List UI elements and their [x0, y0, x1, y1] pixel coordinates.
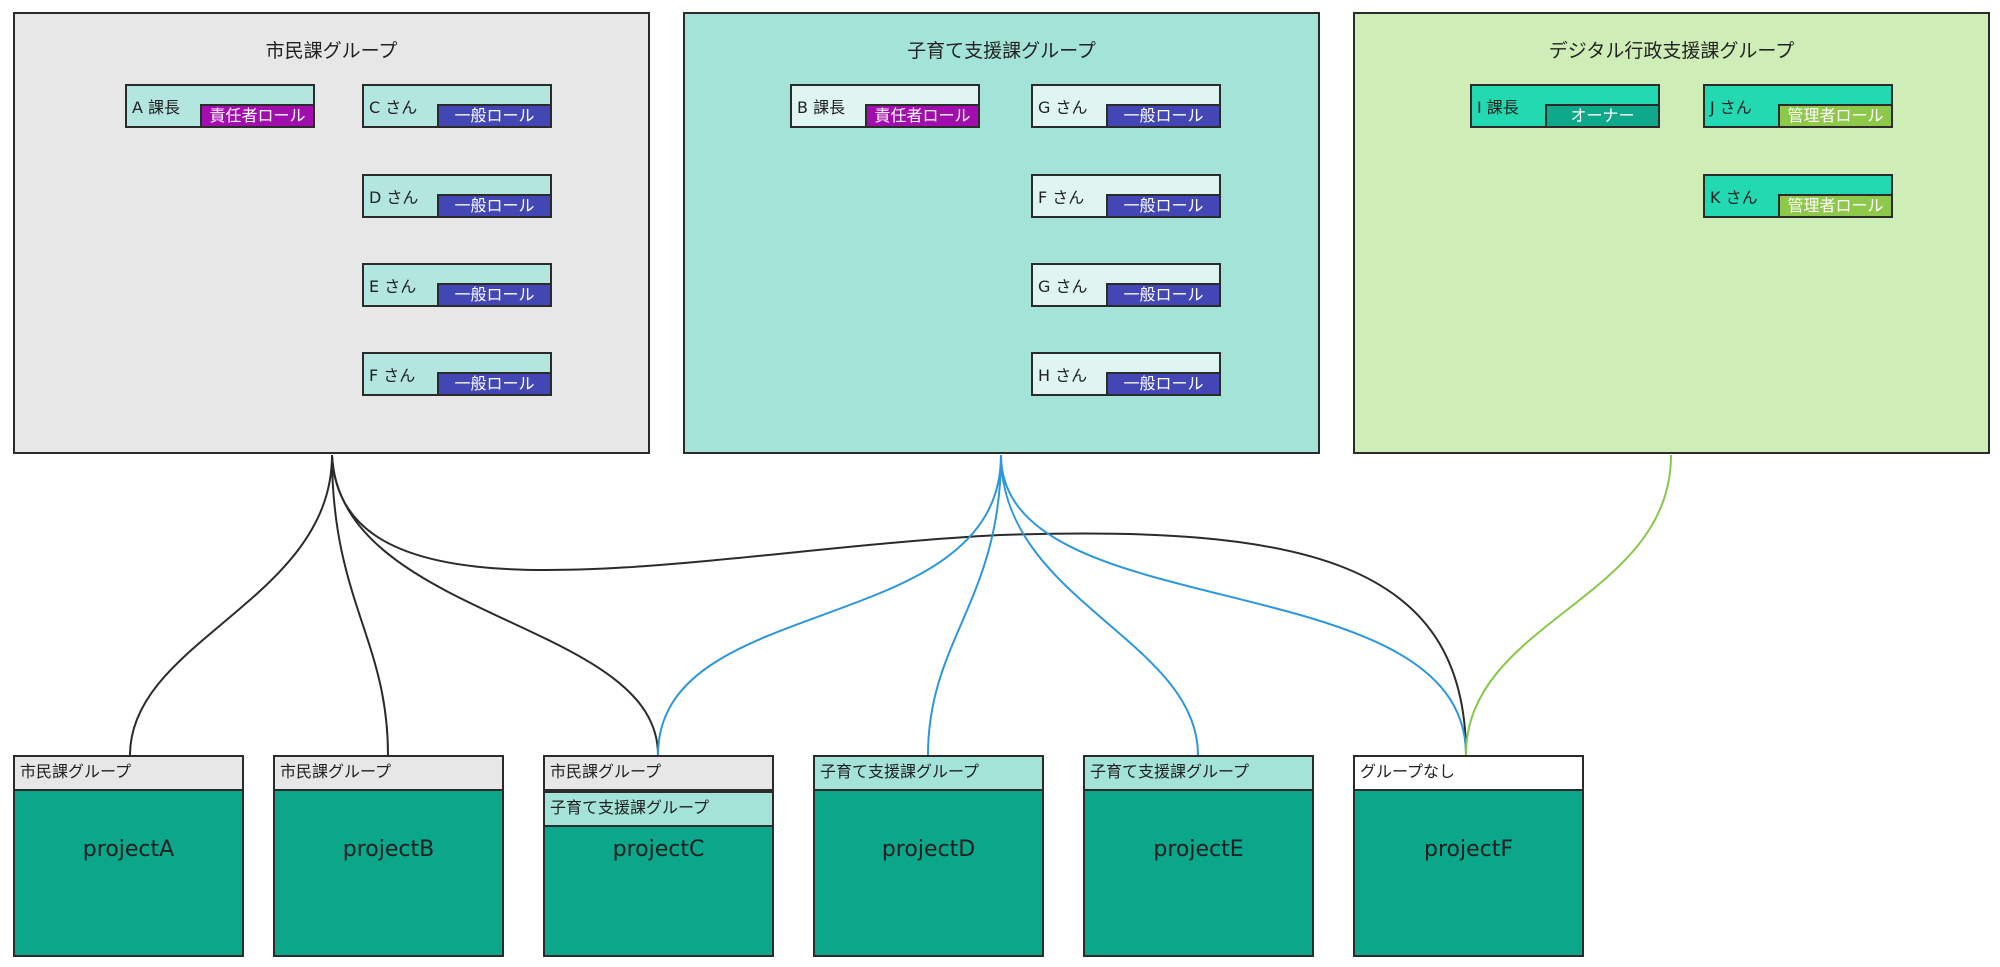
role-badge: 管理者ロール [1778, 194, 1893, 218]
edge-childcare-projectE [1000, 454, 1199, 756]
project-name: projectD [881, 837, 976, 862]
project-card-f: グループなし projectF [1353, 755, 1584, 957]
role-badge: 一般ロール [1106, 104, 1221, 128]
member-name: D さん [369, 188, 419, 207]
role-badge: 責任者ロール [865, 104, 980, 128]
member-card: G さん 一般ロール [1031, 84, 1221, 128]
project-name: projectB [342, 837, 435, 862]
member-card: K さん 管理者ロール [1703, 174, 1893, 218]
project-card-a: 市民課グループ projectA [13, 755, 244, 957]
group-tag: 市民課グループ [13, 755, 244, 791]
edge-digital-projectF [1465, 454, 1672, 756]
role-badge: 一般ロール [1106, 283, 1221, 307]
role-badge: 一般ロール [1106, 372, 1221, 396]
member-name: G さん [1038, 277, 1088, 296]
member-card: D さん 一般ロール [362, 174, 552, 218]
role-badge: 一般ロール [437, 104, 552, 128]
edge-citizen-projectC [331, 454, 659, 756]
group-title: 子育て支援課グループ [907, 40, 1096, 62]
group-tag: 子育て支援課グループ [543, 791, 774, 827]
member-name: E さん [369, 277, 417, 296]
member-name: I 課長 [1477, 98, 1519, 117]
member-name: C さん [369, 98, 418, 117]
member-card: J さん 管理者ロール [1703, 84, 1893, 128]
role-badge: 責任者ロール [200, 104, 315, 128]
member-card: H さん 一般ロール [1031, 352, 1221, 396]
member-card: A 課長 責任者ロール [125, 84, 315, 128]
member-name: J さん [1710, 98, 1752, 117]
edge-citizen-projectB [331, 454, 389, 756]
project-name: projectF [1423, 837, 1513, 862]
member-name: B 課長 [797, 98, 846, 117]
role-badge: オーナー [1545, 104, 1660, 128]
group-tag: 子育て支援課グループ [1083, 755, 1314, 791]
member-name: K さん [1710, 188, 1758, 207]
member-card: E さん 一般ロール [362, 263, 552, 307]
member-name: F さん [1038, 188, 1085, 207]
member-name: H さん [1038, 366, 1088, 385]
role-badge: 一般ロール [437, 372, 552, 396]
role-badge: 管理者ロール [1778, 104, 1893, 128]
project-card-e: 子育て支援課グループ projectE [1083, 755, 1314, 957]
group-childcare: 子育て支援課グループ [683, 12, 1320, 454]
edge-childcare-projectD [927, 454, 1002, 756]
role-badge: 一般ロール [437, 194, 552, 218]
group-tag: 市民課グループ [543, 755, 774, 791]
group-tag: グループなし [1353, 755, 1584, 791]
project-name: projectC [612, 837, 705, 862]
member-card: F さん 一般ロール [1031, 174, 1221, 218]
group-title: 市民課グループ [265, 40, 398, 62]
project-card-c: 市民課グループ 子育て支援課グループ projectC [543, 755, 774, 957]
edge-citizen-projectF [331, 454, 1467, 756]
edge-childcare-projectC [657, 454, 1002, 756]
group-digital: デジタル行政支援課グループ [1353, 12, 1990, 454]
project-name: projectE [1153, 837, 1244, 862]
member-card: C さん 一般ロール [362, 84, 552, 128]
member-card: I 課長 オーナー [1470, 84, 1660, 128]
group-title: デジタル行政支援課グループ [1548, 40, 1795, 62]
member-name: F さん [369, 366, 416, 385]
edge-childcare-projectF [1000, 454, 1467, 756]
role-badge: 一般ロール [437, 283, 552, 307]
project-card-b: 市民課グループ projectB [273, 755, 504, 957]
project-card-d: 子育て支援課グループ projectD [813, 755, 1044, 957]
group-tag: 市民課グループ [273, 755, 504, 791]
member-card: F さん 一般ロール [362, 352, 552, 396]
member-card: B 課長 責任者ロール [790, 84, 980, 128]
edge-citizen-projectA [129, 454, 333, 756]
group-citizen: 市民課グループ [13, 12, 650, 454]
member-card: G さん 一般ロール [1031, 263, 1221, 307]
role-badge: 一般ロール [1106, 194, 1221, 218]
member-name: A 課長 [132, 98, 181, 117]
member-name: G さん [1038, 98, 1088, 117]
project-name: projectA [82, 837, 175, 862]
group-tag: 子育て支援課グループ [813, 755, 1044, 791]
